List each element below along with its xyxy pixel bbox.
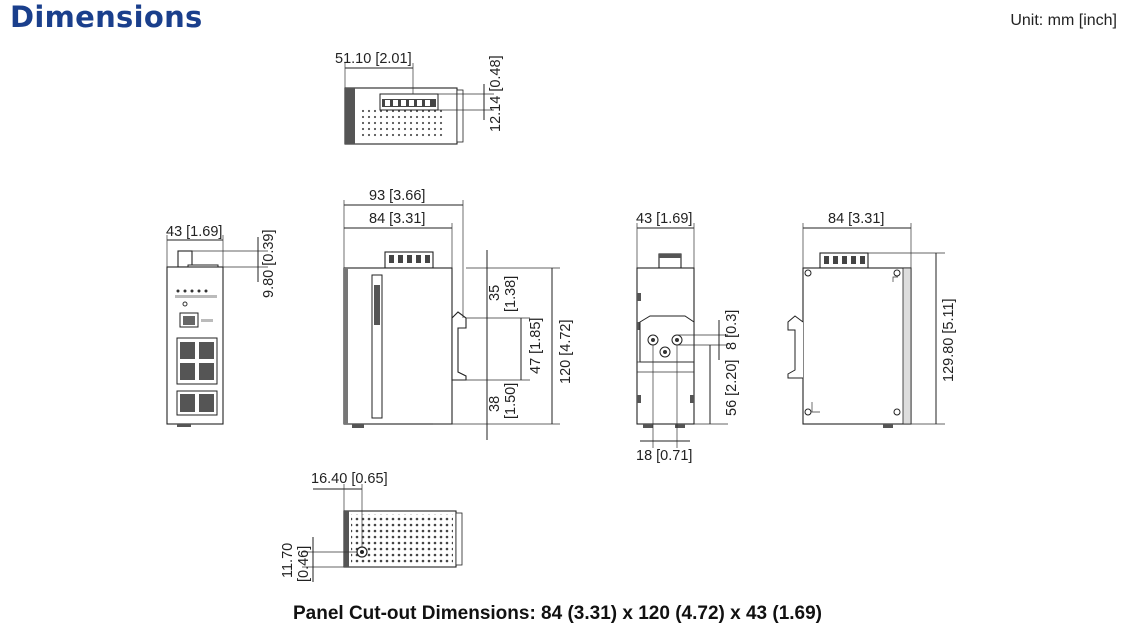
left-width-label: 43 [1.69]: [166, 224, 222, 240]
bottom-height-in: [0.46]: [296, 546, 312, 582]
right-width-label: 84 [3.31]: [828, 211, 884, 227]
bottom-width-label: 16.40 [0.65]: [311, 471, 388, 487]
front-top-offset-in: [1.38]: [503, 276, 519, 312]
front-mid-label: 47 [1.85]: [528, 318, 544, 374]
bottom-height-mm: 11.70: [280, 543, 296, 578]
front-overall-width-label: 93 [3.66]: [369, 188, 425, 204]
right-height-label: 129.80 [5.11]: [941, 298, 957, 382]
front-bottom-mm: 38: [487, 396, 503, 412]
rear-hole-offset-label: 8 [0.3]: [724, 310, 740, 350]
front-total-height-label: 120 [4.72]: [558, 320, 574, 385]
rear-width-label: 43 [1.69]: [636, 211, 692, 227]
bottom-view: 16.40 [0.65] 11.70 [0.46]: [280, 471, 463, 582]
front-view: 93 [3.66] 84 [3.31] 35 [1.38] 47 [1.85] …: [343, 188, 574, 440]
panel-cutout-caption: Panel Cut-out Dimensions: 84 (3.31) x 12…: [292, 603, 823, 624]
front-bottom-in: [1.50]: [503, 383, 519, 419]
rear-hole-height-label: 56 [2.20]: [724, 360, 740, 416]
page-title: Dimensions: [10, 0, 203, 34]
right-side-view: 84 [3.31] 129.80 [5.11]: [787, 211, 957, 428]
unit-label: Unit: mm [inch]: [1010, 12, 1117, 29]
left-height-label: 9.80 [0.39]: [261, 229, 277, 298]
rear-view: 43 [1.69] 8 [0.3] 56 [2.20] 18 [0.71]: [636, 211, 740, 464]
front-top-offset-mm: 35: [487, 285, 503, 301]
front-body-width-label: 84 [3.31]: [369, 211, 425, 227]
top-view: 51.10 [2.01] 12.14 [0.48]: [335, 51, 504, 145]
rear-hole-spacing-label: 18 [0.71]: [636, 448, 692, 464]
left-front-panel-view: 43 [1.69] 9.80 [0.39]: [166, 224, 277, 427]
top-height-label: 12.14 [0.48]: [488, 55, 504, 132]
top-width-label: 51.10 [2.01]: [335, 51, 412, 67]
